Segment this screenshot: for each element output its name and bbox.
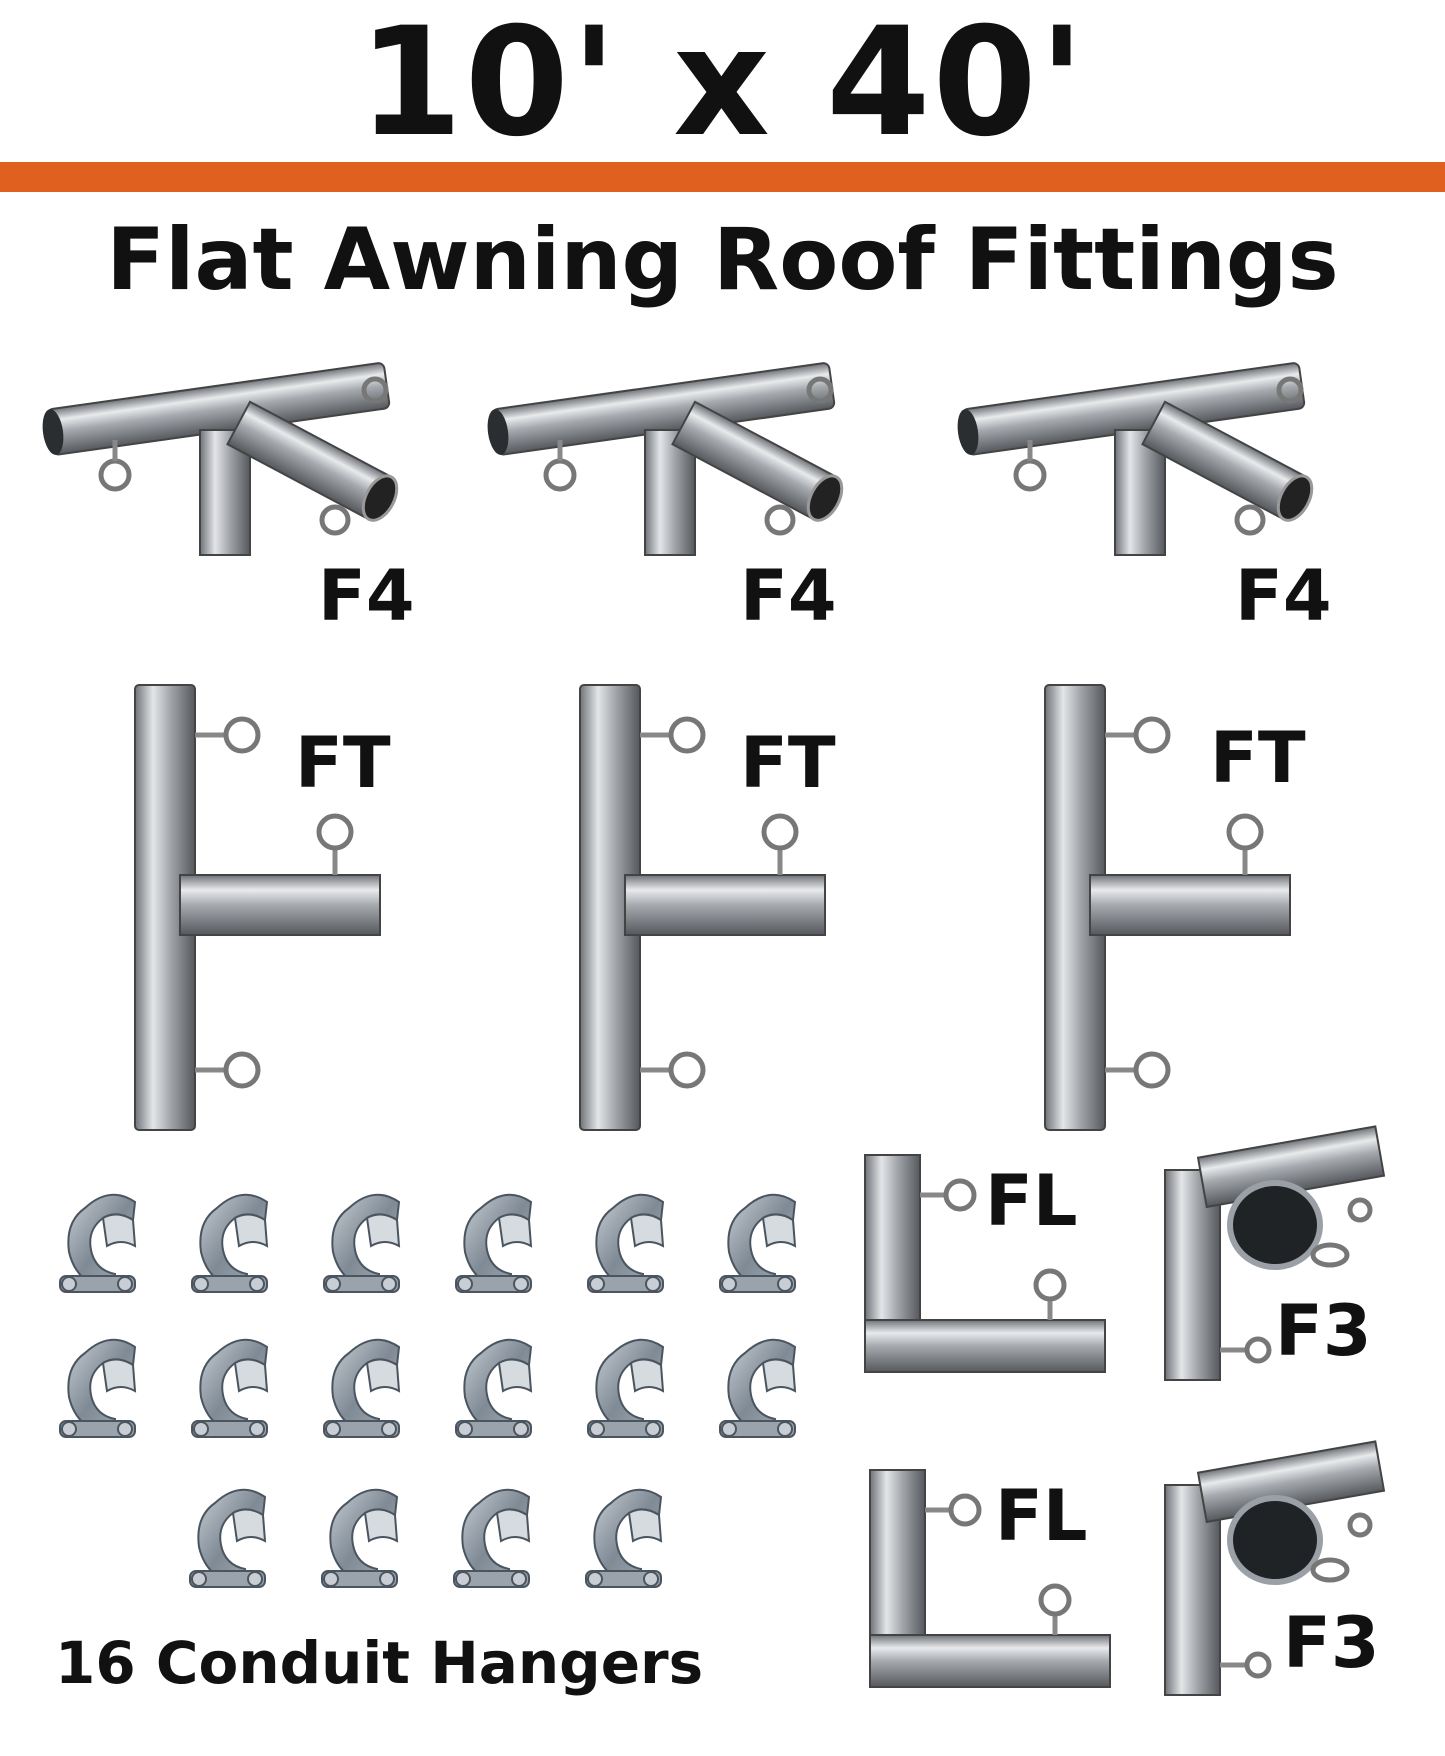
conduit-hangers-caption: 16 Conduit Hangers [55,1629,704,1697]
conduit-hanger-icon [191,1193,269,1293]
f3-fitting-image [1150,1435,1390,1700]
conduit-hanger-icon [587,1193,665,1293]
ft-fitting-image [120,670,400,1140]
accent-divider [0,162,1445,192]
fl-label: FL [995,1475,1088,1557]
f4-fitting-image [35,330,425,570]
ft-fitting-image [1030,670,1310,1140]
conduit-hanger-icon [59,1338,137,1438]
conduit-hanger-icon [189,1488,267,1588]
fl-fitting-image [865,1460,1115,1700]
ft-label: FT [740,722,836,804]
conduit-hanger-icon [323,1338,401,1438]
conduit-hanger-icon [719,1193,797,1293]
conduit-hanger-icon [323,1193,401,1293]
f4-fitting-image [480,330,870,570]
conduit-hanger-icon [455,1338,533,1438]
conduit-hangers-group [40,1185,800,1605]
ft-label: FT [1210,717,1306,799]
conduit-hanger-icon [321,1488,399,1588]
ft-fitting-image [565,670,845,1140]
ft-label: FT [295,722,391,804]
f4-label: F4 [740,555,837,637]
f3-label: F3 [1275,1290,1372,1372]
fl-fitting-image [860,1145,1110,1385]
conduit-hanger-icon [719,1338,797,1438]
fl-label: FL [985,1160,1078,1242]
conduit-hanger-icon [59,1193,137,1293]
page-title: 10' x 40' [358,0,1087,170]
conduit-hanger-icon [191,1338,269,1438]
conduit-hanger-icon [585,1488,663,1588]
conduit-hanger-icon [587,1338,665,1438]
f4-label: F4 [1235,555,1332,637]
page-subtitle: Flat Awning Roof Fittings [106,210,1339,310]
f4-fitting-image [950,330,1340,570]
conduit-hanger-icon [453,1488,531,1588]
conduit-hanger-icon [455,1193,533,1293]
f4-label: F4 [318,555,415,637]
f3-fitting-image [1150,1120,1390,1385]
f3-label: F3 [1283,1602,1380,1684]
